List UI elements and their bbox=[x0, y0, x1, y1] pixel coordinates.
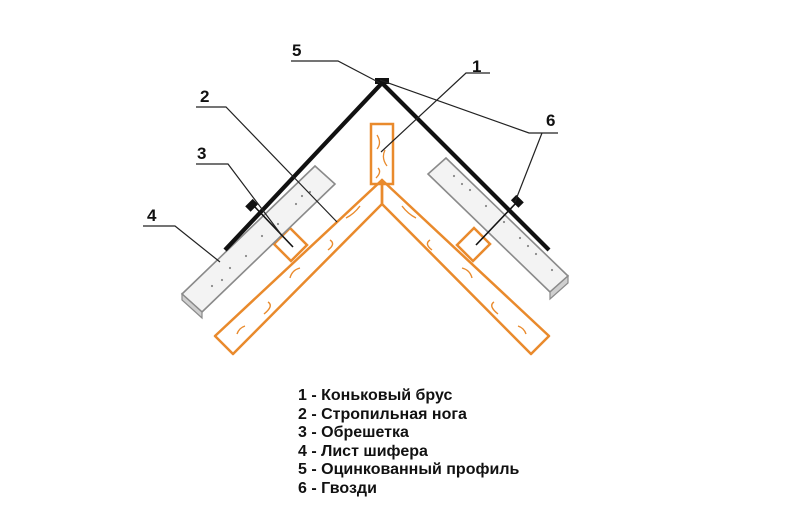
callout-4: 4 bbox=[147, 206, 157, 225]
legend-item-rafter: 2 - Стропильная нога bbox=[298, 405, 467, 423]
ridge-beam bbox=[369, 122, 395, 186]
legend-item-slate-sheet: 4 - Лист шифера bbox=[298, 442, 428, 460]
rafter-right bbox=[380, 178, 551, 356]
legend-item-nails: 6 - Гвозди bbox=[298, 479, 377, 497]
legend-item-ridge-beam: 1 - Коньковый брус bbox=[298, 387, 453, 404]
nail-left bbox=[245, 198, 294, 248]
legend-item-galvanized-profile: 5 - Оцинкованный профиль bbox=[298, 461, 520, 478]
callout-2: 2 bbox=[200, 87, 209, 106]
batten-right bbox=[455, 226, 492, 263]
nail-right bbox=[475, 194, 524, 246]
leader-lines bbox=[143, 60, 558, 263]
callout-6: 6 bbox=[546, 111, 555, 130]
callout-1: 1 bbox=[472, 57, 481, 76]
legend: 1 - Коньковый брус 2 - Стропильная нога … bbox=[298, 387, 519, 498]
slate-sheet-right bbox=[426, 156, 570, 301]
slate-sheet-left bbox=[180, 164, 337, 320]
callout-5: 5 bbox=[292, 41, 301, 60]
legend-item-batten: 3 - Обрешетка bbox=[298, 424, 409, 441]
callout-3: 3 bbox=[197, 144, 206, 163]
